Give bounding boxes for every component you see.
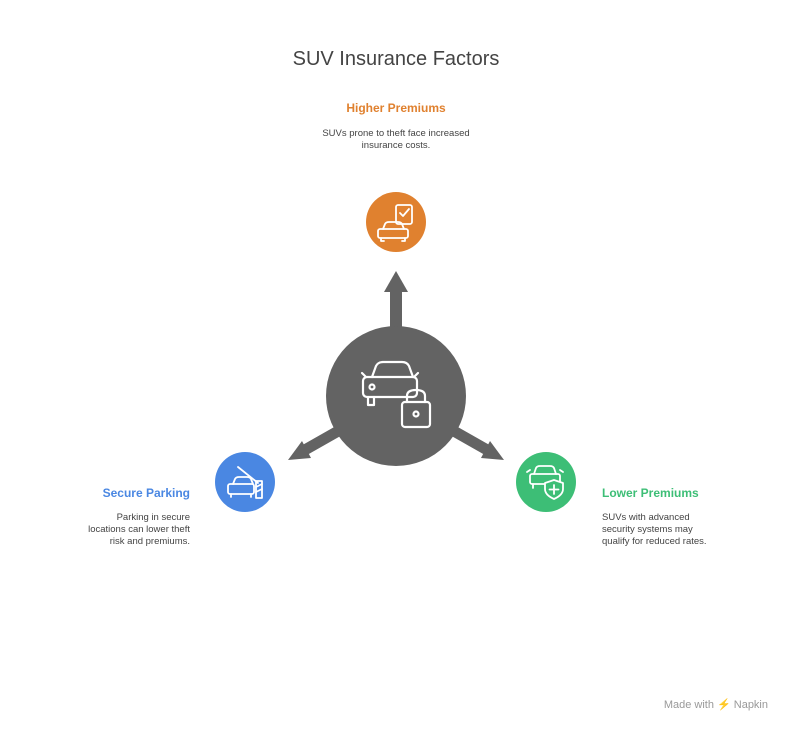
napkin-credit: Made with ⚡ Napkin xyxy=(663,699,768,711)
arrow-right xyxy=(449,425,504,460)
page-title: SUV Insurance Factors xyxy=(292,48,500,70)
top-node-description: SUVs prone to theft face increased insur… xyxy=(322,128,470,151)
right-node xyxy=(516,452,576,512)
center-node xyxy=(326,326,466,466)
top-node xyxy=(366,192,426,252)
car-checklist-icon xyxy=(377,204,413,242)
left-node-description: Parking in secure locations can lower th… xyxy=(88,512,190,547)
car-lock-icon xyxy=(360,360,432,429)
right-node-description: SUVs with advanced security systems may … xyxy=(602,512,707,547)
left-node-heading: Secure Parking xyxy=(102,486,190,500)
right-node-heading: Lower Premiums xyxy=(602,486,699,500)
arrow-left xyxy=(288,425,343,460)
arrow-top xyxy=(384,271,408,330)
car-barrier-icon xyxy=(227,466,263,499)
left-node-circle xyxy=(215,452,275,512)
top-node-heading: Higher Premiums xyxy=(346,101,446,115)
car-shield-icon xyxy=(526,465,564,500)
left-node xyxy=(215,452,275,512)
